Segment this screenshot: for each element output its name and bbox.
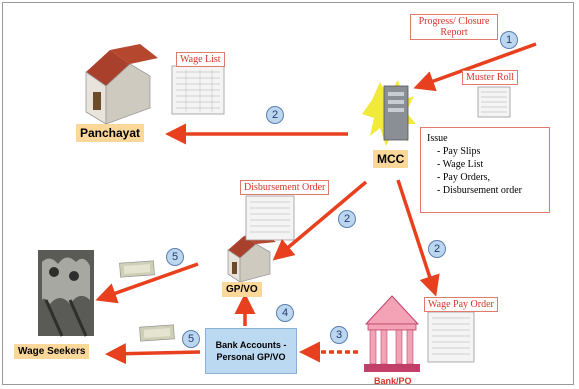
cash-bundle-icon — [119, 260, 155, 278]
wage-seekers-photo — [38, 250, 94, 337]
gpvo-label: GP/VO — [222, 282, 262, 297]
arrow-mcc-to-gpvo — [272, 180, 368, 261]
issue-item: Pay Slips — [437, 145, 543, 158]
wage-list-document-icon — [171, 65, 225, 115]
wage-pay-order-document-icon — [427, 311, 475, 363]
step-badge-5-bottom: 5 — [182, 330, 200, 348]
issue-box: Issue Pay Slips Wage List Pay Orders, Di… — [420, 127, 550, 213]
step-badge-3: 3 — [330, 326, 348, 344]
panchayat-house-icon — [85, 44, 158, 125]
mcc-label: MCC — [373, 150, 409, 168]
arrow-gpvo-to-wage-seekers — [95, 262, 199, 304]
issue-item: Disbursement order — [437, 184, 543, 197]
wage-seekers-label: Wage Seekers — [14, 344, 90, 359]
issue-item: Wage List — [437, 158, 543, 171]
disbursement-order-label: Disbursement Order — [240, 180, 330, 195]
step-badge-4: 4 — [276, 304, 294, 322]
step-badge-2-bank: 2 — [428, 240, 446, 258]
issue-title: Issue — [427, 133, 448, 144]
issue-list: Pay Slips Wage List Pay Orders, Disburse… — [427, 145, 543, 197]
bank-po-label: Bank/PO — [374, 376, 412, 386]
mcc-computer-icon — [362, 80, 416, 146]
muster-roll-document-icon — [477, 86, 511, 118]
bank-accounts-box: Bank Accounts - Personal GP/VO — [205, 328, 297, 374]
arrow-1-to-mcc — [413, 42, 537, 92]
issue-item: Pay Orders, — [437, 171, 543, 184]
panchayat-label: Panchayat — [76, 124, 145, 142]
muster-roll-label: Muster Roll — [462, 70, 519, 85]
cash-bundle-icon — [139, 324, 175, 342]
diagram-frame — [2, 2, 574, 385]
arrow-bank-accounts-to-wage-seekers — [105, 343, 201, 365]
bank-building-icon — [364, 295, 420, 372]
progress-report-label: Progress/ Closure Report — [410, 14, 498, 40]
arrow-mcc-to-bank — [396, 179, 440, 297]
step-badge-5-top: 5 — [166, 248, 184, 266]
step-badge-2-panchayat: 2 — [266, 106, 284, 124]
step-badge-2-gpvo: 2 — [338, 210, 356, 228]
step-badge-1: 1 — [500, 31, 518, 49]
wage-pay-order-label: Wage Pay Order — [424, 297, 498, 312]
disbursement-order-document-icon — [245, 195, 295, 241]
wage-list-label: Wage List — [176, 52, 225, 67]
